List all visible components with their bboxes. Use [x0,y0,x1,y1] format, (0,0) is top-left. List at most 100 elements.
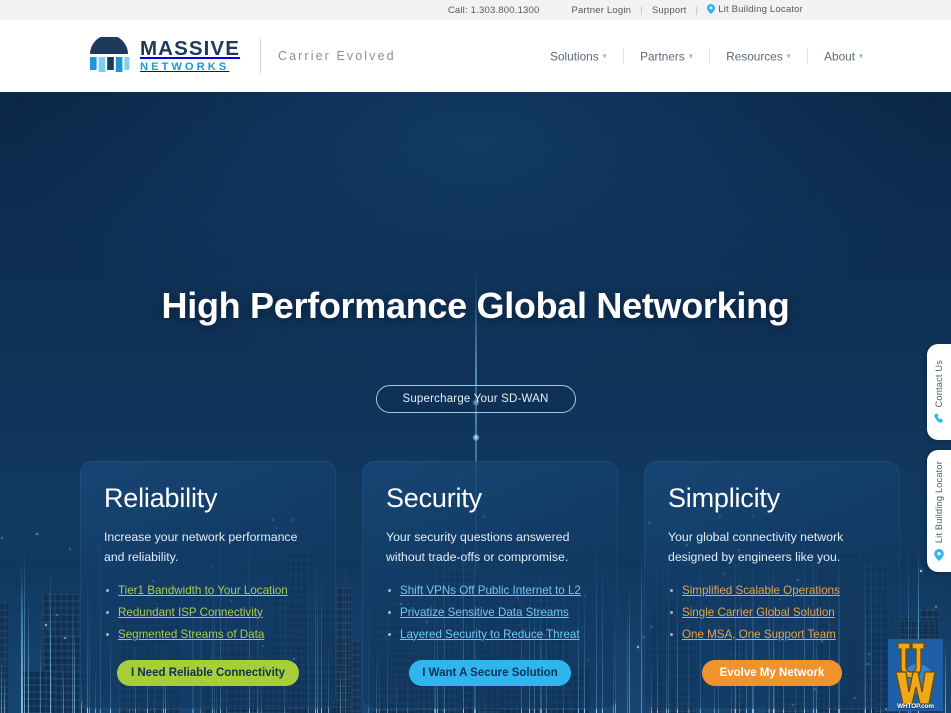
main-navigation: Solutions ▾ Partners ▾ Resources ▾ About… [550,48,863,64]
light-spark [55,613,58,616]
nav-separator-3 [806,48,809,64]
light-streak [50,597,52,713]
list-item: Shift VPNs Off Public Internet to L2 [386,582,594,600]
logo-divider [259,39,261,73]
light-spark [642,636,645,639]
light-streak [20,560,22,713]
reliability-cta-button[interactable]: I Need Reliable Connectivity [117,659,299,686]
map-pin-icon [707,3,716,17]
simplicity-cta-button[interactable]: Evolve My Network [702,659,842,686]
nav-label-resources: Resources [726,49,783,63]
nav-item-resources[interactable]: Resources ▾ [726,49,790,63]
lit-building-locator-tab[interactable]: Lit Building Locator [927,450,951,572]
feature-cards: Reliability Increase your network perfor… [80,461,900,709]
hero-section: High Performance Global Networking Super… [0,92,951,713]
topbar-separator-2: | [695,4,699,16]
feature-card-simplicity: Simplicity Your global connectivity netw… [644,461,900,709]
card-link[interactable]: Tier1 Bandwidth to Your Location [118,583,288,597]
whtop-watermark: WHTOP.com [888,639,943,711]
light-spark [63,636,66,639]
light-streak [1,655,3,713]
light-streak [640,546,642,713]
security-cta-button[interactable]: I Want A Secure Solution [409,659,571,686]
supercharge-sdwan-button[interactable]: Supercharge Your SD-WAN [375,385,576,413]
partner-login-link[interactable]: Partner Login [571,4,632,16]
nav-item-partners[interactable]: Partners ▾ [640,49,693,63]
light-streak [40,638,42,713]
light-spark [919,569,922,572]
light-streak [917,547,919,713]
light-streak [629,580,631,713]
logo-wordmark: MASSIVE NETWORKS [140,39,240,73]
phone-link[interactable]: Call: 1.303.800.1300 [447,4,540,16]
list-item: Privatize Sensitive Data Streams [386,604,594,622]
list-item: Layered Security to Reduce Threat [386,626,594,644]
light-spark [935,605,937,608]
beam-dot-decoration [472,434,479,441]
card-link-list: Simplified Scalable Operations Single Ca… [668,582,876,644]
card-title: Security [386,483,482,513]
contact-us-tab[interactable]: Contact Us [927,344,951,440]
light-spark [1,536,4,539]
page-title: High Performance Global Networking [161,285,790,326]
light-streak [74,631,76,713]
tagline: Carrier Evolved [277,49,396,63]
chevron-down-icon: ▾ [786,51,791,60]
building-shape [0,601,9,713]
watermark-caption: WHTOP.com [897,703,934,710]
card-link[interactable]: Simplified Scalable Operations [682,583,840,597]
list-item: Redundant ISP Connectivity [104,604,312,622]
card-link-list: Shift VPNs Off Public Internet to L2 Pri… [386,582,594,644]
card-link[interactable]: Single Carrier Global Solution [682,605,835,619]
chevron-down-icon: ▾ [602,51,607,60]
card-link[interactable]: Shift VPNs Off Public Internet to L2 [400,583,581,597]
logo-primary-text: MASSIVE [140,37,240,61]
list-item: One MSA, One Support Team [668,626,876,644]
light-beam-decoration [474,272,477,572]
card-link[interactable]: Layered Security to Reduce Threat [400,627,580,641]
list-item: Segmented Streams of Data [104,626,312,644]
logo-secondary-text: NETWORKS [140,60,230,73]
card-description: Your global connectivity network designe… [668,530,844,564]
light-streak [627,605,629,713]
light-streak [50,560,52,713]
list-item: Simplified Scalable Operations [668,582,876,600]
floating-side-tabs: Contact Us Lit Building Locator [927,344,951,572]
light-streak [908,544,910,713]
light-streak [23,548,25,713]
light-streak [3,676,5,713]
support-link[interactable]: Support [651,4,687,16]
contact-us-label: Contact Us [934,359,944,408]
nav-label-partners: Partners [640,49,685,63]
light-streak [63,664,65,713]
feature-card-reliability: Reliability Increase your network perfor… [80,461,336,709]
card-link[interactable]: Segmented Streams of Data [118,627,265,641]
card-link[interactable]: Redundant ISP Connectivity [118,605,263,619]
light-streak [944,643,946,713]
card-link[interactable]: One MSA, One Support Team [682,627,836,641]
chevron-down-icon: ▾ [688,51,693,60]
lit-building-locator-tab-label: Lit Building Locator [934,460,944,544]
card-description: Your security questions answered without… [386,530,570,564]
light-spark [35,533,38,536]
light-streak [28,598,30,713]
building-shape [21,670,53,713]
nav-label-about: About [824,49,855,63]
light-streak [340,664,342,713]
chevron-down-icon: ▾ [858,51,863,60]
card-description: Increase your network performance and re… [104,530,298,564]
nav-item-about[interactable]: About ▾ [824,49,863,63]
light-spark [69,548,72,551]
nav-separator-2 [708,48,711,64]
card-title: Reliability [104,483,218,513]
lit-building-locator-link[interactable]: Lit Building Locator [707,3,803,17]
card-link-list: Tier1 Bandwidth to Your Location Redunda… [104,582,312,644]
list-item: Tier1 Bandwidth to Your Location [104,582,312,600]
feature-card-security: Security Your security questions answere… [362,461,618,709]
beam-dot-decoration [472,399,479,406]
phone-icon [933,413,945,427]
logo[interactable]: MASSIVE NETWORKS [88,35,240,75]
light-streak [344,550,346,713]
nav-item-solutions[interactable]: Solutions ▾ [550,49,607,63]
card-link[interactable]: Privatize Sensitive Data Streams [400,605,569,619]
